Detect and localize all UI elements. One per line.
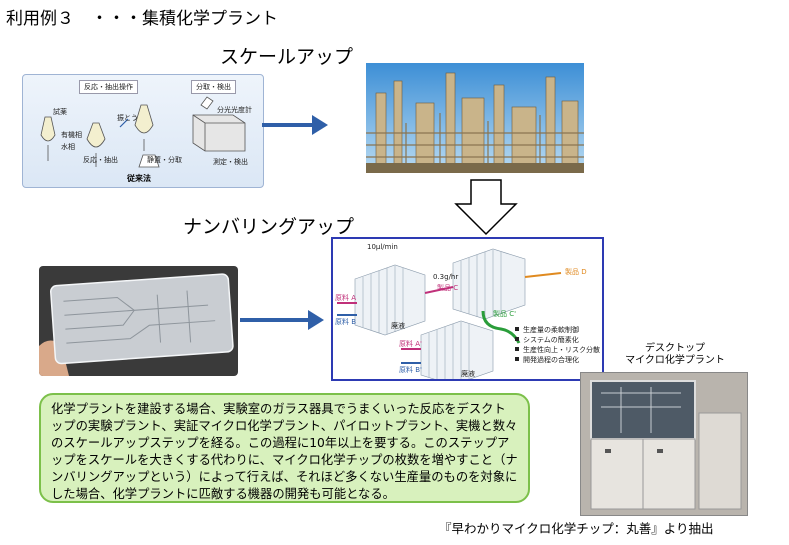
conventional-method-panel: 反応・抽出操作 分取・検出 試薬 有機相 水相 振とう 反応・抽出 静置・分取 …	[22, 74, 264, 188]
desktop-caption-line1: デスクトップ	[645, 343, 705, 354]
scaleup-arrow-icon	[262, 115, 328, 135]
micro-plant-diagram: 10μl/min 0.3g/hr 原料 A 原料 B 原料 A' 原料 B' 製…	[331, 237, 604, 381]
description-text: 化学プラントを建設する場合、実験室のガラス器具でうまくいった反応をデスクトップの…	[51, 402, 518, 501]
product-c-prime: 製品 C'	[493, 310, 517, 318]
desktop-caption-line2: マイクロ化学プラント	[625, 355, 725, 366]
aqueous-phase-label: 水相	[61, 143, 75, 151]
page-title: 利用例３ ・・・集積化学プラント	[6, 9, 278, 29]
settle-separate-label: 静置・分取	[147, 156, 182, 164]
waste-bottom: 廃液	[461, 370, 475, 378]
source-note: 『早わかりマイクロ化学チップ：丸善』より抽出	[439, 521, 714, 536]
raw-b-top: 原料 B	[335, 318, 357, 326]
desktop-plant-photo	[580, 372, 748, 516]
glassware-illustration	[40, 96, 246, 168]
raw-b-bottom: 原料 B'	[399, 366, 422, 374]
shake-label: 振とう	[117, 114, 138, 122]
spectrophotometer-label: 分光光度計	[217, 106, 252, 114]
product-d: 製品 D	[565, 268, 587, 276]
raw-a-top: 原料 A	[335, 294, 357, 302]
benefit-item: システムの簡素化	[523, 336, 579, 344]
conventional-caption: 従来法	[127, 174, 151, 183]
numbering-label: ナンバリングアップ	[183, 216, 355, 238]
numbering-arrow-icon	[240, 310, 324, 330]
chemical-plant-photo	[366, 63, 584, 173]
flow-rate-top: 10μl/min	[367, 243, 398, 251]
waste-top: 廃液	[391, 322, 405, 330]
measure-detect-label: 測定・検出	[213, 158, 248, 166]
product-c: 製品 C	[437, 284, 459, 292]
benefit-item: 生産性向上・リスク分散	[523, 346, 600, 354]
reaction-extraction-header: 反応・抽出操作	[79, 80, 138, 94]
separation-detection-header: 分取・検出	[191, 80, 236, 94]
scaleup-label: スケールアップ	[220, 46, 354, 68]
reagent-label: 試薬	[53, 108, 67, 116]
reaction-extraction-label: 反応・抽出	[83, 156, 118, 164]
down-arrow-icon	[454, 179, 518, 236]
desktop-plant-caption: デスクトップ マイクロ化学プラント	[600, 343, 750, 367]
description-box: 化学プラントを建設する場合、実験室のガラス器具でうまくいった反応をデスクトップの…	[39, 393, 530, 503]
flow-rate-mid: 0.3g/hr	[433, 273, 459, 281]
microchip-photo	[39, 266, 238, 376]
benefit-item: 生産量の柔軟制御	[523, 326, 579, 334]
organic-phase-label: 有機相	[61, 131, 82, 139]
raw-a-bottom: 原料 A'	[399, 340, 422, 348]
benefit-item: 開発過程の合理化	[523, 356, 579, 364]
